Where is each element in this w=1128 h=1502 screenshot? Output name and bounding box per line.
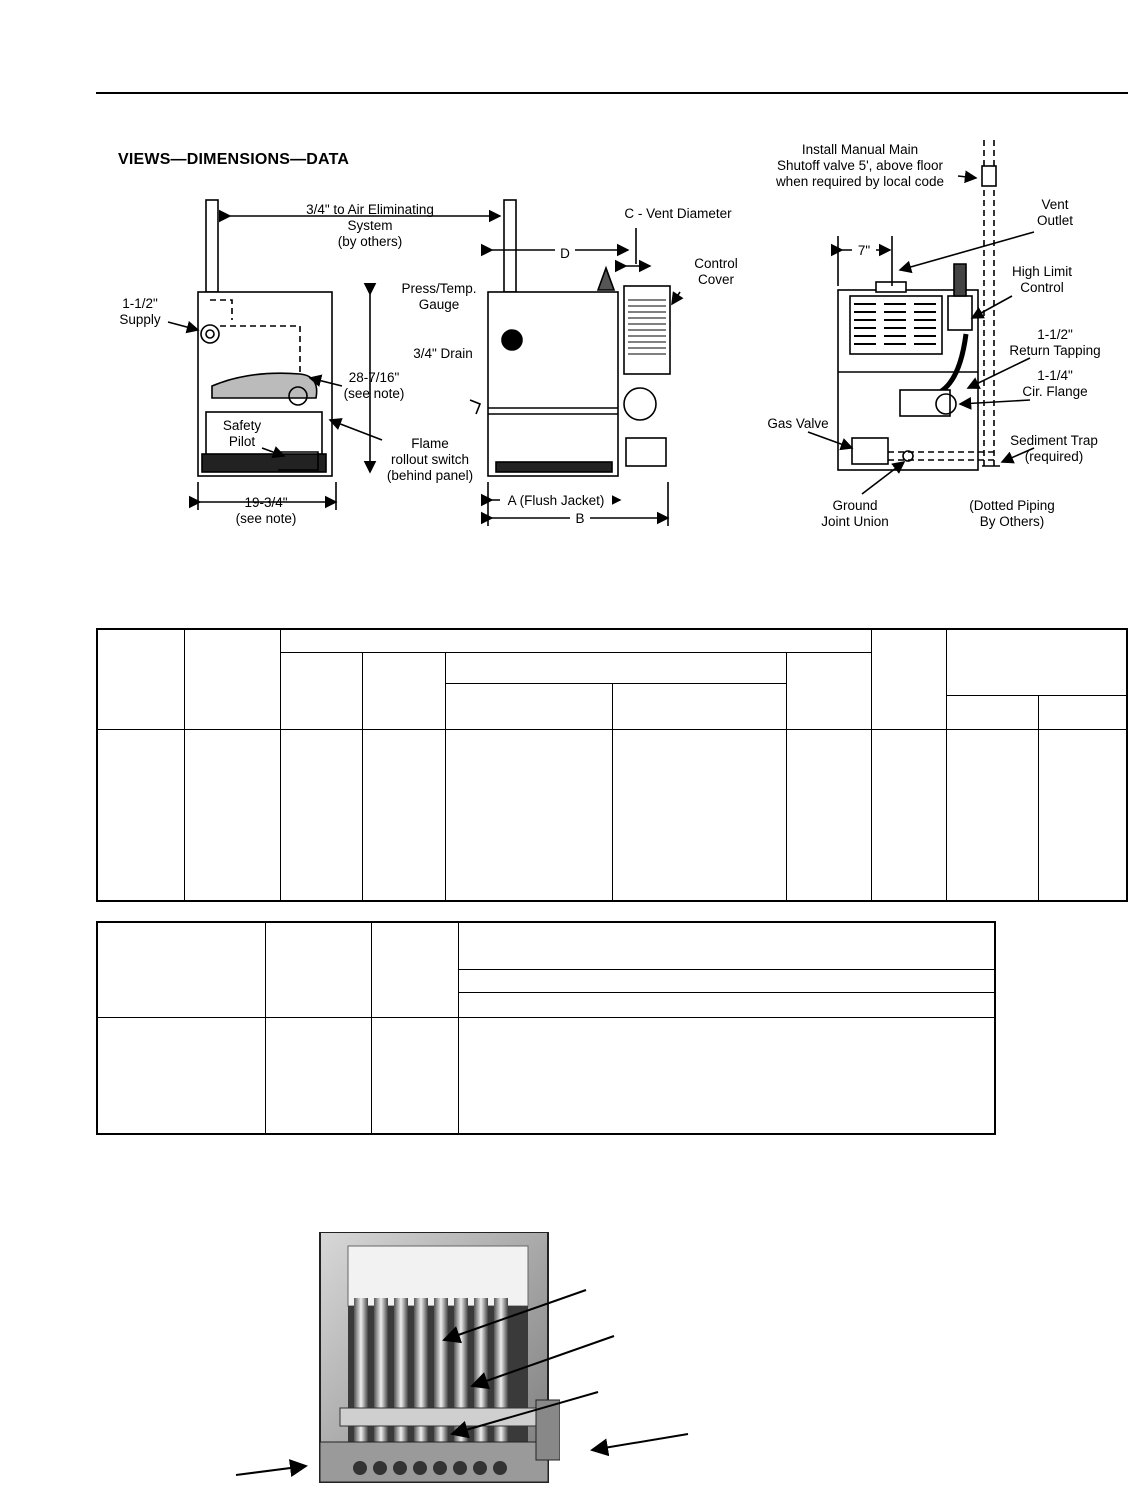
sediment-trap-label: Sediment Trap (required) [1004, 433, 1104, 465]
header-rule [96, 92, 1128, 94]
high-limit-line-2: Control [1020, 280, 1064, 295]
air-eliminating-label: 3/4" to Air Eliminating System (by other… [290, 202, 450, 250]
dotted-line-1: (Dotted Piping [969, 498, 1055, 513]
side-view-drawing [167, 199, 502, 510]
vent-outlet-label: Vent Outlet [1020, 197, 1090, 229]
union-line-2: Joint Union [821, 514, 889, 529]
table-row-divider [96, 1017, 996, 1018]
shutoff-line-2: Shutoff valve 5', above floor [777, 158, 943, 173]
supply-size: 1-1/2" [122, 296, 158, 311]
table-col-divider [946, 628, 947, 902]
table-col-divider [612, 683, 613, 902]
gauge-label: Press/Temp. Gauge [394, 281, 484, 313]
dotted-piping-label: (Dotted Piping By Others) [962, 498, 1062, 530]
table-col-divider [184, 628, 185, 902]
return-tapping-label: 1-1/2" Return Tapping [1000, 327, 1110, 359]
dotted-line-2: By Others) [979, 514, 1045, 529]
return-line-1: 1-1/2" [1037, 327, 1073, 342]
table-row-divider [458, 969, 996, 970]
table-row-divider [280, 652, 871, 653]
table-col-divider [458, 921, 459, 1135]
front-view-drawing [469, 199, 684, 526]
gauge-line-2: Gauge [418, 297, 460, 312]
air-eliminating-line-2: System [347, 218, 393, 233]
depth-dimension-label: 19-3/4" (see note) [226, 495, 306, 527]
height-dimension-label: 28-7/16" (see note) [334, 370, 414, 402]
flame-line-3: (behind panel) [386, 468, 474, 483]
air-eliminating-line-3: (by others) [337, 234, 403, 249]
height-value: 28-7/16" [348, 370, 400, 385]
flame-line-1: Flame [411, 436, 449, 451]
section-heading: VIEWS—DIMENSIONS—DATA [118, 151, 350, 168]
control-line-2: Cover [697, 272, 734, 287]
table-row-divider [445, 683, 786, 684]
trap-line-1: Sediment Trap [1010, 433, 1098, 448]
flange-line-1: 1-1/4" [1037, 368, 1073, 383]
table-row-divider [458, 992, 996, 993]
flange-line-2: Cir. Flange [1022, 384, 1088, 399]
table-col-divider [1038, 695, 1039, 902]
circulator-flange-label: 1-1/4" Cir. Flange [1010, 368, 1100, 400]
return-line-2: Return Tapping [1009, 343, 1101, 358]
table-col-divider [265, 921, 266, 1135]
pilot-line-2: Pilot [228, 434, 256, 449]
vent-outlet-line-2: Outlet [1036, 213, 1074, 228]
dimension-a-label: A (Flush Jacket) [500, 493, 612, 509]
shutoff-valve-label: Install Manual Main Shutoff valve 5', ab… [760, 142, 960, 190]
table-row-divider [946, 695, 1128, 696]
table-col-divider [786, 652, 787, 902]
depth-value: 19-3/4" [244, 495, 288, 510]
flame-rollout-label: Flame rollout switch (behind panel) [380, 436, 480, 484]
table-col-divider [445, 652, 446, 902]
ratings-data-table [96, 921, 996, 1135]
dimension-b-label: B [570, 511, 590, 527]
control-cover-label: Control Cover [680, 256, 752, 288]
table-col-divider [362, 652, 363, 902]
piping-view-drawing [807, 140, 1035, 495]
safety-pilot-label: Safety Pilot [212, 418, 272, 450]
seven-inch-label: 7" [852, 243, 876, 259]
ground-joint-union-label: Ground Joint Union [810, 498, 900, 530]
high-limit-line-1: High Limit [1011, 264, 1073, 279]
shutoff-line-3: when required by local code [775, 174, 945, 189]
gas-valve-label: Gas Valve [767, 416, 829, 431]
supply-text: Supply [119, 312, 161, 327]
supply-label: 1-1/2" Supply [110, 296, 170, 328]
drain-label: 3/4" Drain [413, 346, 473, 361]
table-col-divider [371, 921, 372, 1135]
control-line-1: Control [694, 256, 738, 271]
dimension-d-label: D [555, 246, 575, 262]
depth-note: (see note) [235, 511, 297, 526]
air-eliminating-line-1: 3/4" to Air Eliminating [306, 202, 434, 217]
gauge-line-1: Press/Temp. [401, 281, 477, 296]
vent-diameter-label: C - Vent Diameter [624, 206, 732, 221]
trap-line-2: (required) [1024, 449, 1084, 464]
pilot-line-1: Safety [222, 418, 262, 433]
table-col-divider [280, 628, 281, 902]
union-line-1: Ground [832, 498, 878, 513]
vent-outlet-line-1: Vent [1041, 197, 1069, 212]
flame-line-2: rollout switch [390, 452, 470, 467]
height-note: (see note) [343, 386, 405, 401]
high-limit-label: High Limit Control [1002, 264, 1082, 296]
table-col-divider [871, 628, 872, 902]
shutoff-line-1: Install Manual Main [801, 142, 919, 157]
